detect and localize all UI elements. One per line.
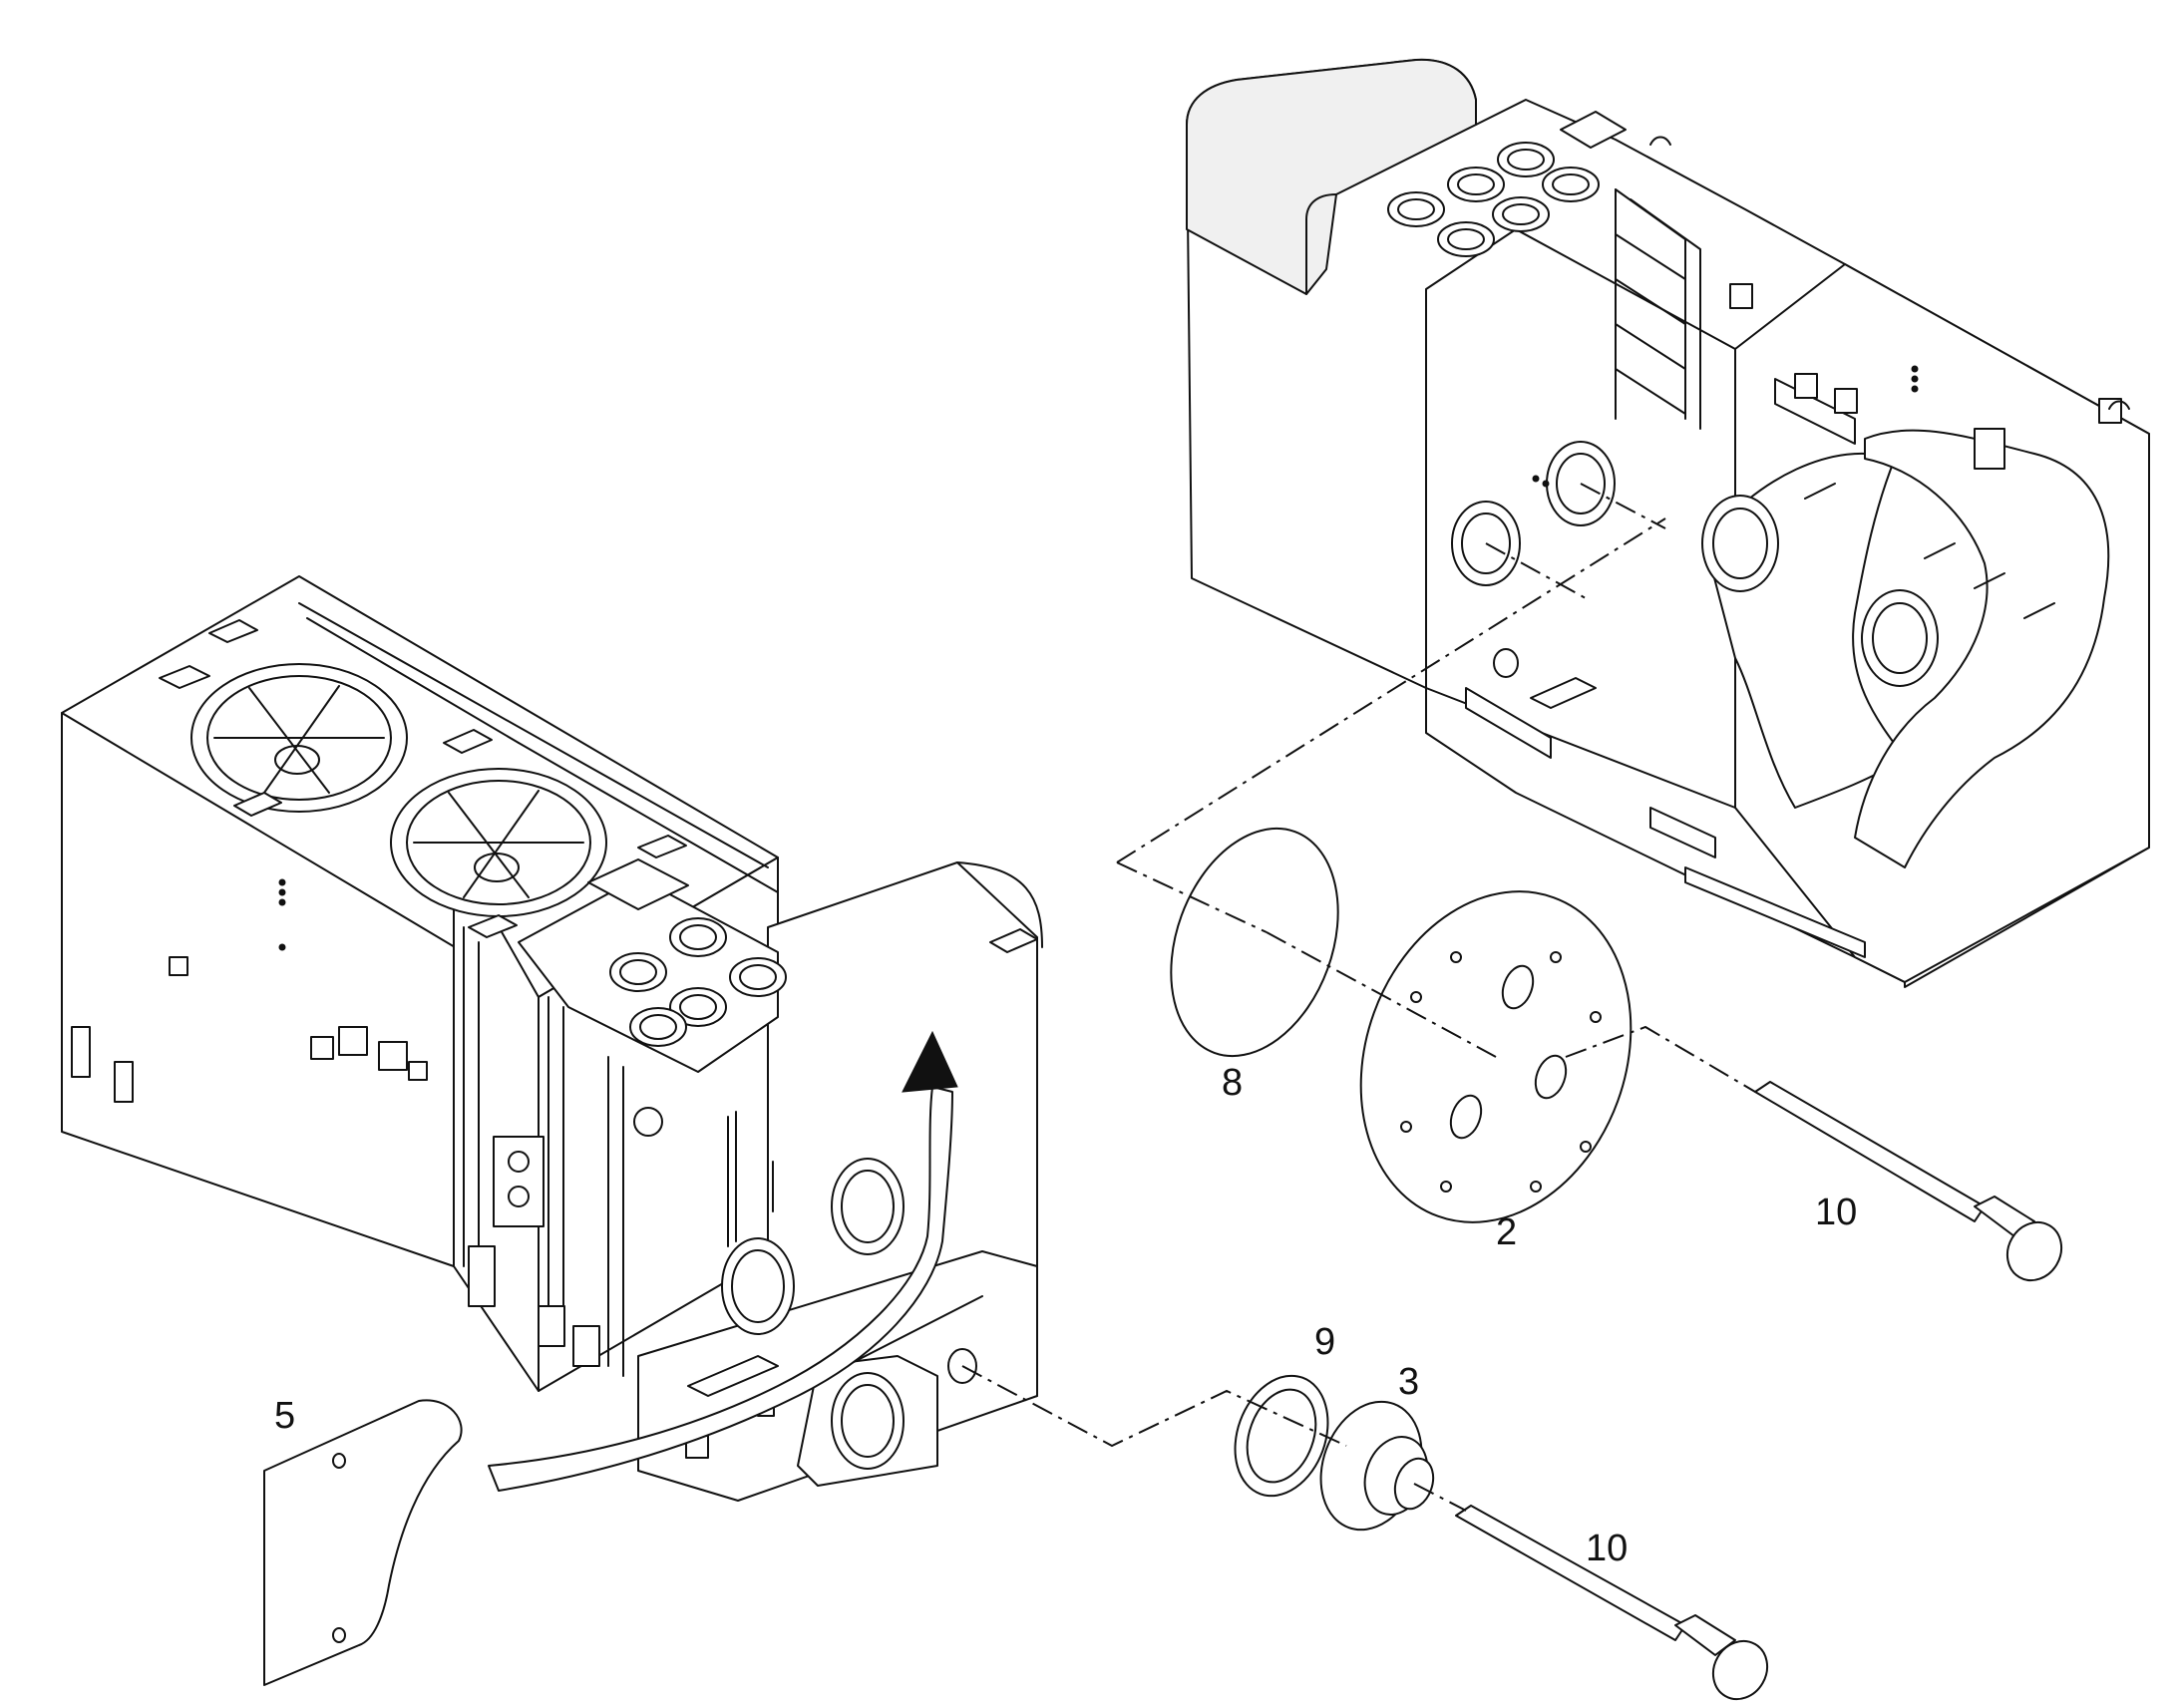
label-part-9: 9	[1314, 1321, 1335, 1363]
label-part-10-upper: 10	[1815, 1192, 1857, 1233]
assembly-direction-arrow	[488, 1030, 958, 1492]
label-part-3: 3	[1398, 1361, 1419, 1403]
left-cabinet-housing	[61, 575, 1043, 1502]
cable-gland-cluster	[518, 858, 787, 1073]
top-gland-cluster	[1387, 111, 1627, 257]
label-part-8: 8	[1222, 1062, 1243, 1104]
label-part-10-lower: 10	[1586, 1528, 1628, 1569]
part-8-gasket	[1170, 827, 1339, 1058]
part-10-heater-rod-lower	[1455, 1505, 1769, 1701]
explosion-center-lines	[961, 483, 1756, 1512]
label-part-5: 5	[274, 1395, 295, 1437]
part-10-heater-rod-upper	[1754, 1081, 2063, 1282]
part-5-side-cover	[263, 1399, 463, 1686]
label-part-2: 2	[1496, 1211, 1517, 1253]
part-3-adapter-flange	[1319, 1400, 1435, 1532]
right-cabinet-housing	[1186, 58, 2150, 988]
